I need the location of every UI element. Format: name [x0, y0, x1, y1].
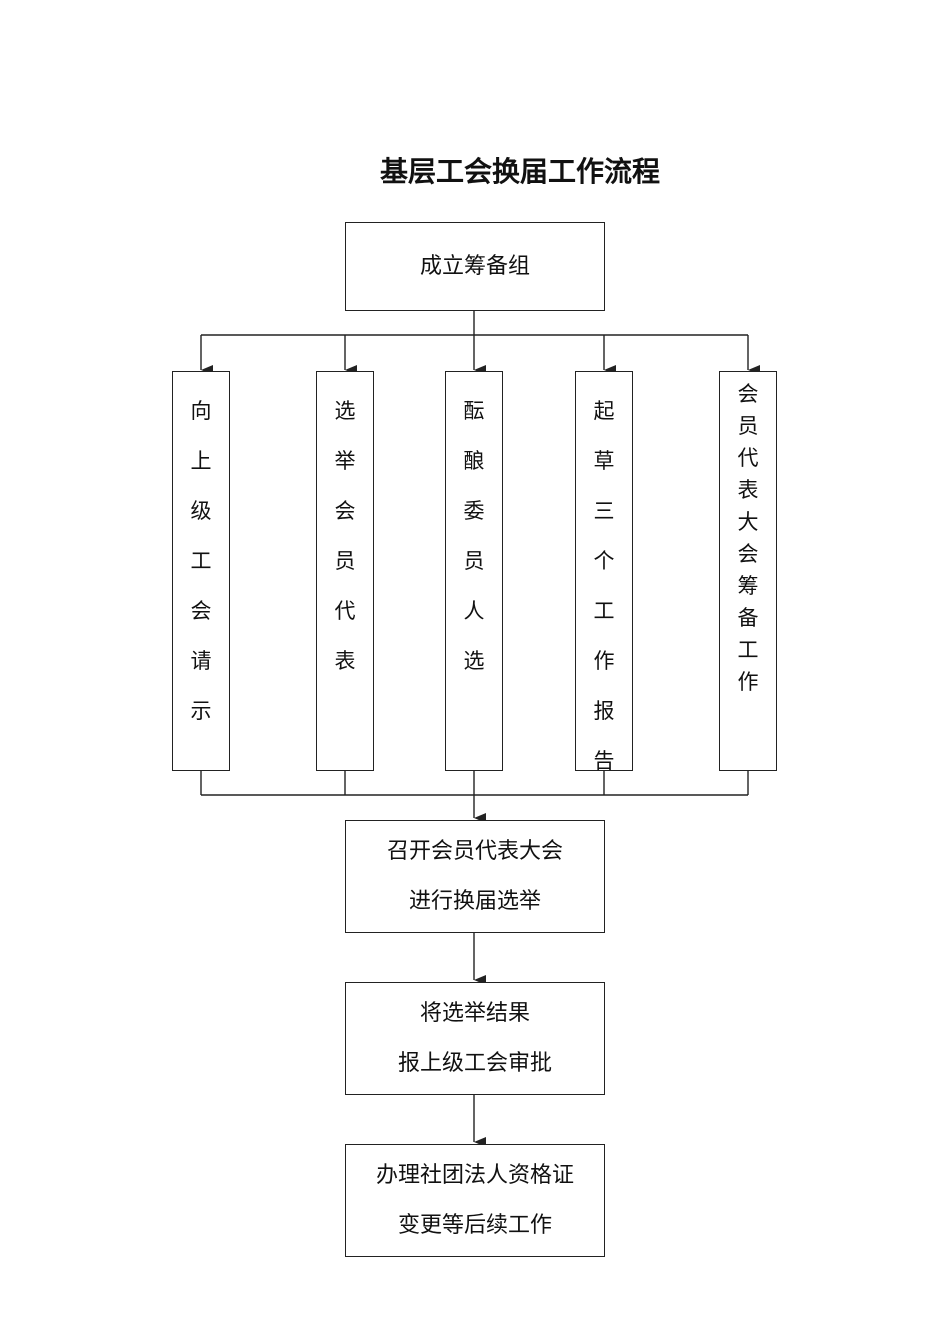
step-follow-up-work: 办理社团法人资格证 变更等后续工作 [345, 1144, 605, 1257]
step-report-results-line-2: 报上级工会审批 [397, 1050, 552, 1076]
branch-congress-preparation-label: 会员代表大会筹备工作 [737, 382, 759, 694]
branch-deliberate-candidates-label: 酝酿委员人选 [463, 399, 485, 673]
branch-draft-reports: 起草三个工作报告 [575, 371, 633, 773]
branch-request-superior-union-label: 向上级工会请示 [190, 399, 212, 723]
branch-elect-representatives-label: 选举会员代表 [334, 399, 356, 673]
step-hold-congress-line-2: 进行换届选举 [408, 888, 541, 914]
step-follow-up-work-line-1: 办理社团法人资格证 [375, 1162, 574, 1188]
step-establish-committee-label: 成立筹备组 [419, 253, 530, 279]
step-report-results-line-1: 将选举结果 [419, 1000, 530, 1026]
step-report-results: 将选举结果 报上级工会审批 [345, 982, 605, 1095]
branch-draft-reports-label: 起草三个工作报告 [593, 399, 615, 773]
page-title: 基层工会换届工作流程 [379, 155, 660, 188]
step-hold-congress: 召开会员代表大会 进行换届选举 [345, 820, 605, 933]
step-hold-congress-line-1: 召开会员代表大会 [386, 838, 563, 864]
branch-request-superior-union: 向上级工会请示 [172, 371, 230, 771]
branch-elect-representatives: 选举会员代表 [316, 371, 374, 771]
branch-congress-preparation: 会员代表大会筹备工作 [719, 371, 777, 771]
step-establish-committee: 成立筹备组 [345, 222, 605, 311]
step-follow-up-work-line-2: 变更等后续工作 [397, 1212, 552, 1238]
branch-deliberate-candidates: 酝酿委员人选 [445, 371, 503, 771]
